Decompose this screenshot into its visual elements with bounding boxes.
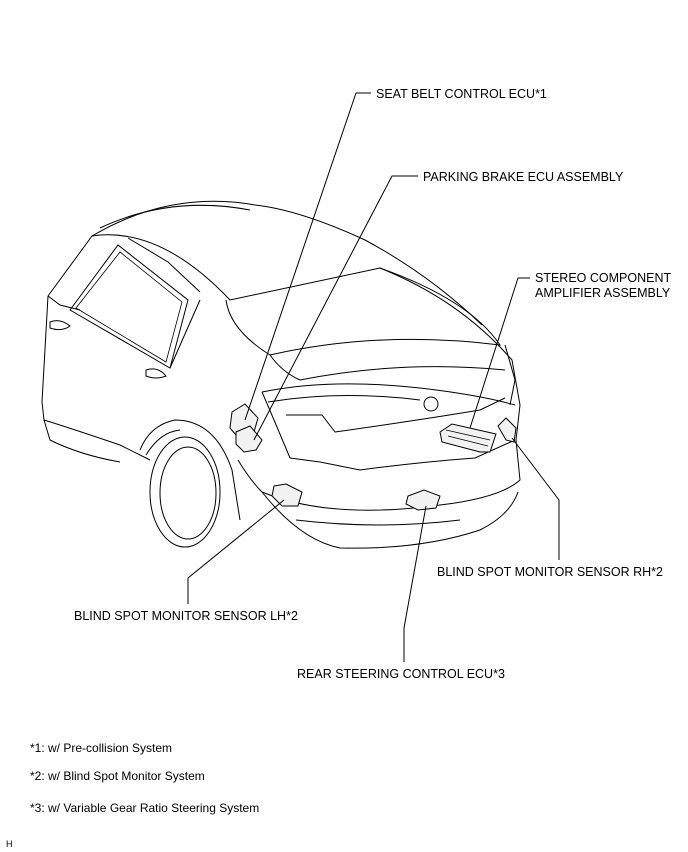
footnote-2: *2: w/ Blind Spot Monitor System bbox=[30, 769, 205, 783]
stereo-amplifier-shape bbox=[439, 423, 497, 453]
stereo-amplifier-label-line1: STEREO COMPONENT bbox=[535, 271, 672, 285]
footnote-3: *3: w/ Variable Gear Ratio Steering Syst… bbox=[30, 801, 260, 815]
rear-steering-ecu-shape bbox=[405, 489, 441, 511]
corner-mark: H bbox=[6, 839, 13, 849]
stereo-amplifier-label-line2: AMPLIFIER ASSEMBLY bbox=[535, 286, 671, 300]
seat-belt-ecu-label: SEAT BELT CONTROL ECU*1 bbox=[376, 87, 547, 101]
leader-lines bbox=[187, 92, 560, 662]
leader-bsm-rh bbox=[511, 437, 560, 560]
parking-brake-ecu-shape bbox=[235, 425, 263, 453]
bsm-sensor-rh-label: BLIND SPOT MONITOR SENSOR RH*2 bbox=[437, 565, 663, 579]
stereo-amplifier-label: STEREO COMPONENT AMPLIFIER ASSEMBLY bbox=[535, 271, 671, 301]
bsm-sensor-lh-shape bbox=[271, 483, 303, 507]
car-body-outline bbox=[41, 200, 521, 549]
parking-brake-ecu-label: PARKING BRAKE ECU ASSEMBLY bbox=[423, 170, 624, 184]
bsm-sensor-rh-shape bbox=[497, 417, 517, 443]
rear-steering-ecu-label: REAR STEERING CONTROL ECU*3 bbox=[297, 667, 505, 681]
bsm-sensor-lh-label: BLIND SPOT MONITOR SENSOR LH*2 bbox=[74, 609, 298, 623]
leader-parking-brake bbox=[253, 175, 418, 441]
footnote-1: *1: w/ Pre-collision System bbox=[30, 741, 173, 755]
leader-stereo bbox=[469, 277, 530, 429]
leader-rear-steering bbox=[403, 505, 427, 662]
leader-seat-belt bbox=[244, 92, 371, 421]
leader-bsm-lh bbox=[187, 499, 285, 604]
